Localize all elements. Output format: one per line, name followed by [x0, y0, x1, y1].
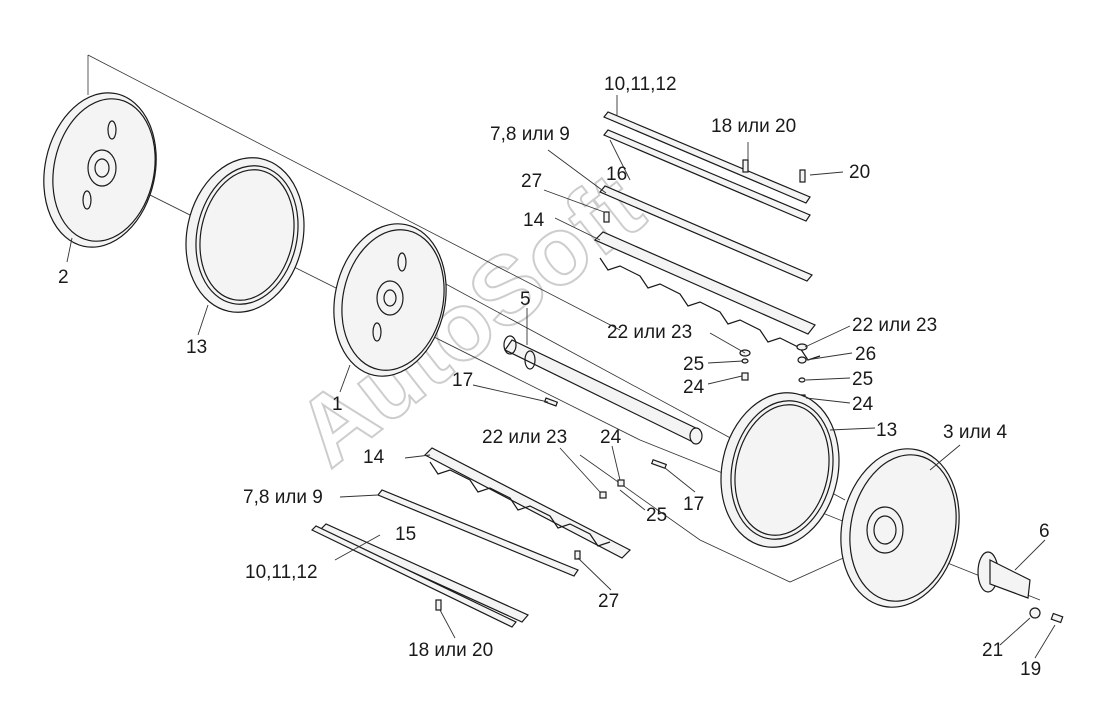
label-13-right: 13 [876, 420, 897, 441]
label-25-right: 25 [852, 369, 873, 390]
top-blade-group [593, 111, 821, 361]
label-5: 5 [520, 289, 531, 310]
label-15: 15 [395, 524, 416, 545]
ring-part-13-left [185, 157, 305, 313]
label-22-or-23-bottom: 22 или 23 [482, 427, 567, 448]
ring-part-13-right [720, 392, 840, 548]
disc-part-3-4 [840, 448, 960, 608]
shaft-part-5 [503, 335, 703, 445]
label-7-8-or-9-top: 7,8 или 9 [490, 124, 570, 145]
label-24-right: 24 [852, 394, 874, 415]
stub-shaft-part-6 [977, 551, 1064, 624]
label-24-bottom: 24 [600, 427, 622, 448]
label-2: 2 [58, 267, 69, 288]
label-22-or-23-right: 22 или 23 [852, 315, 937, 336]
label-22-or-23-mid: 22 или 23 [607, 322, 692, 343]
label-13-left: 13 [186, 337, 207, 358]
part-labels: 10,11,12 18 или 20 7,8 или 9 16 20 27 14… [58, 74, 1050, 680]
label-6: 6 [1039, 521, 1050, 542]
label-18-or-20-bottom: 18 или 20 [408, 640, 493, 661]
label-10-11-12-top: 10,11,12 [604, 74, 677, 95]
label-14-bottom: 14 [363, 447, 385, 468]
label-25-bottom: 25 [646, 505, 667, 526]
label-21: 21 [982, 640, 1003, 661]
label-24-mid: 24 [683, 377, 705, 398]
label-14-top: 14 [523, 210, 545, 231]
label-25-mid: 25 [683, 354, 704, 375]
label-27-top: 27 [521, 171, 542, 192]
disc-part-2 [43, 92, 157, 248]
label-1: 1 [332, 394, 343, 415]
label-20: 20 [849, 162, 870, 183]
label-17-bottom: 17 [683, 494, 704, 515]
bottom-blade-group [310, 447, 668, 628]
label-3-or-4: 3 или 4 [943, 422, 1007, 443]
label-27-bottom: 27 [598, 591, 619, 612]
label-10-11-12-bottom: 10,11,12 [245, 562, 318, 583]
label-16: 16 [606, 164, 627, 185]
label-7-8-or-9-bottom: 7,8 или 9 [243, 487, 323, 508]
disc-part-1 [333, 223, 447, 377]
label-26: 26 [855, 344, 876, 365]
label-17-top: 17 [452, 370, 473, 391]
label-19: 19 [1020, 659, 1041, 680]
label-18-or-20-top: 18 или 20 [711, 116, 796, 137]
leader-lines [66, 95, 1056, 659]
